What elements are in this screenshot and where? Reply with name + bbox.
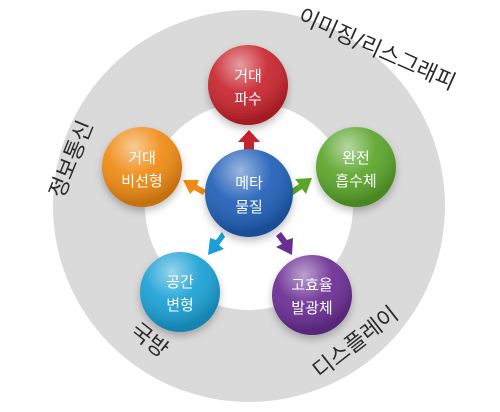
node-left-line2: 비선형	[121, 172, 162, 190]
node-top	[208, 45, 288, 125]
node-bottom-right-line2: 발광체	[291, 299, 332, 317]
center-node	[205, 149, 293, 237]
arrow-bottom-right	[276, 232, 293, 255]
node-bottom-right-line1: 고효율	[291, 276, 332, 294]
node-bottom-right	[272, 255, 352, 335]
center-label-line1: 메타	[235, 174, 263, 192]
arrow-bottom-left	[208, 232, 225, 255]
node-left-line1: 거대	[128, 149, 156, 167]
node-top-line2: 파수	[234, 90, 262, 108]
node-bottom-left-line2: 변형	[166, 296, 194, 314]
node-left	[102, 127, 182, 207]
node-top-line1: 거대	[234, 67, 262, 85]
connector-arrows	[183, 130, 312, 255]
arrow-right	[290, 178, 312, 195]
arrow-left	[183, 180, 206, 195]
node-right-line1: 완전	[342, 149, 370, 167]
node-right	[316, 127, 396, 207]
node-bottom-left	[140, 252, 220, 332]
arrow-top	[238, 130, 260, 152]
node-bottom-left-line1: 공간	[166, 273, 194, 291]
center-label-line2: 물질	[235, 198, 263, 216]
node-right-line2: 흡수체	[335, 172, 376, 190]
